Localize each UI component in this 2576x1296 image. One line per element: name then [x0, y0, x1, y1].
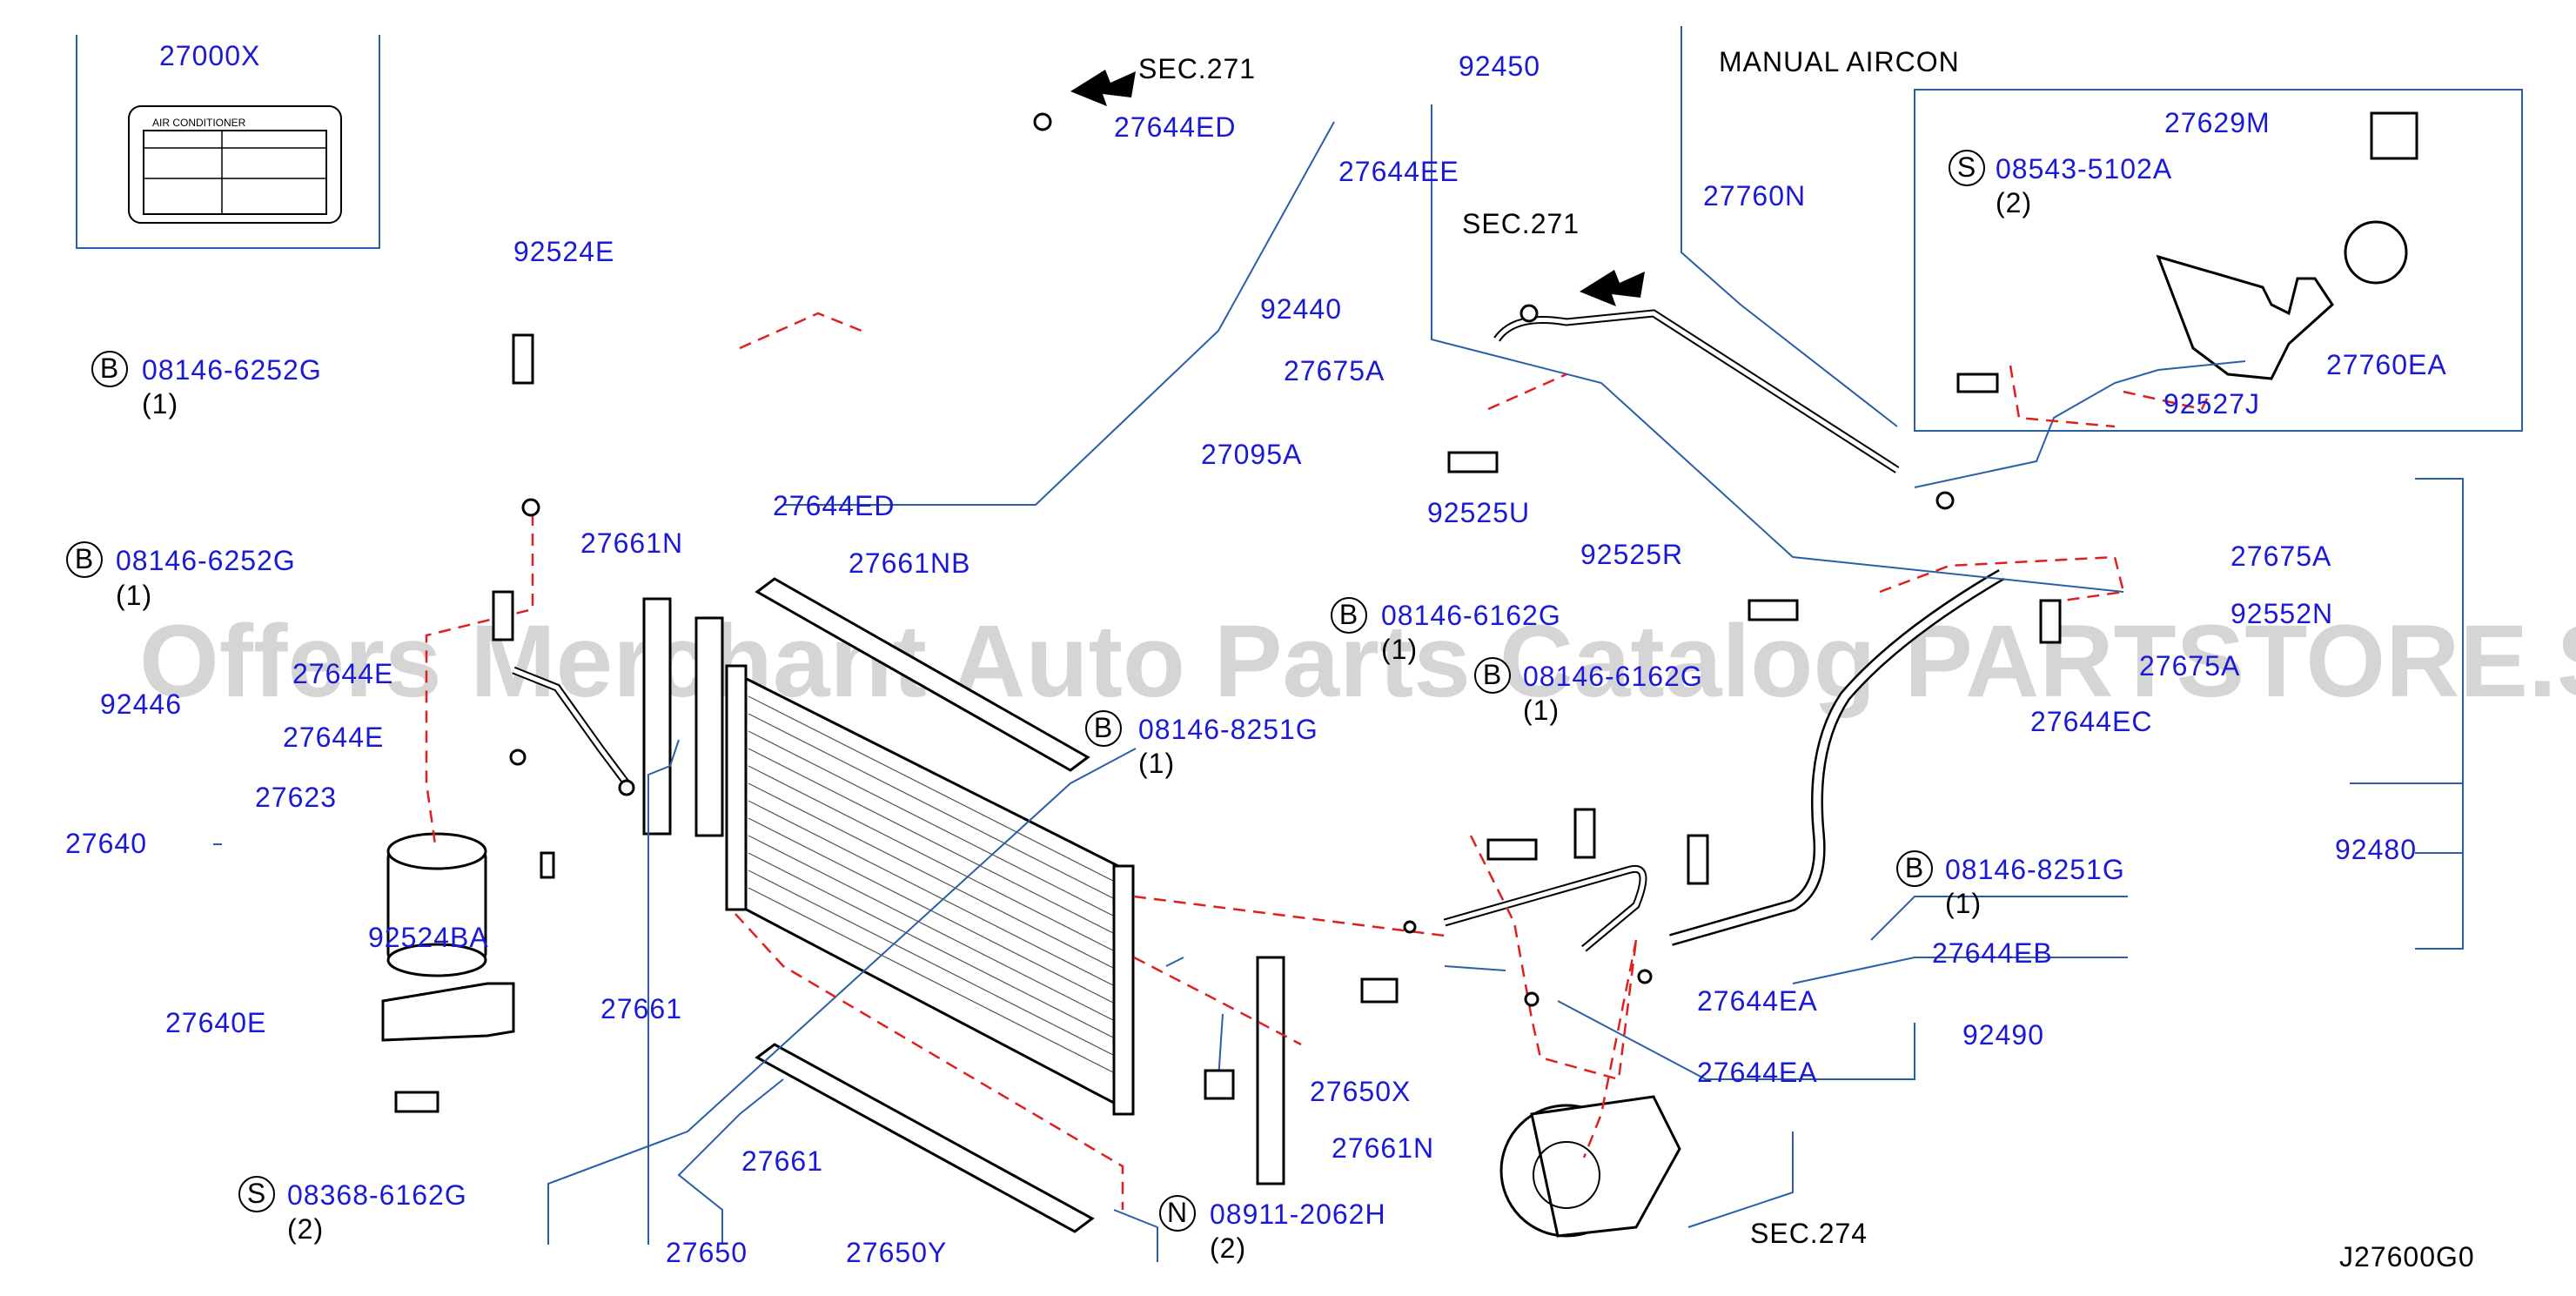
seal-right-n	[1256, 956, 1285, 1185]
svg-text:27644EB: 27644EB	[1932, 937, 2053, 969]
svg-text:08368-6162G: 08368-6162G	[287, 1179, 467, 1211]
svg-text:08146-8251G: 08146-8251G	[1138, 714, 1318, 745]
svg-text:27760N: 27760N	[1703, 180, 1806, 212]
svg-text:S: S	[247, 1178, 266, 1209]
svg-text:(1): (1)	[142, 388, 178, 420]
svg-text:92527J: 92527J	[2163, 388, 2260, 420]
svg-text:27640E: 27640E	[165, 1007, 266, 1038]
svg-text:(2): (2)	[287, 1213, 324, 1245]
receiver-drier	[386, 832, 487, 977]
svg-text:92524BA: 92524BA	[368, 922, 489, 953]
svg-text:27644EA: 27644EA	[1697, 1057, 1818, 1088]
svg-text:92480: 92480	[2335, 834, 2417, 865]
svg-text:(1): (1)	[1381, 634, 1418, 665]
svg-text:S: S	[1957, 151, 1976, 183]
svg-text:27661N: 27661N	[580, 527, 683, 559]
label-card-title: AIR CONDITIONER	[152, 117, 246, 129]
svg-text:27644EA: 27644EA	[1697, 985, 1818, 1017]
drawing-id: J27600G0	[2339, 1241, 2475, 1272]
svg-text:27095A: 27095A	[1201, 439, 1302, 470]
svg-text:92525U: 92525U	[1427, 497, 1530, 528]
svg-text:27650: 27650	[666, 1237, 748, 1268]
svg-text:B: B	[75, 543, 94, 574]
svg-text:(2): (2)	[1996, 187, 2032, 218]
bolt-callout-labels: 08146-6252G (1) 08146-6252G (1) 08543-51…	[116, 153, 2172, 1264]
svg-text:08911-2062H: 08911-2062H	[1210, 1199, 1386, 1230]
svg-text:27644E: 27644E	[283, 722, 384, 753]
svg-text:08146-6162G: 08146-6162G	[1381, 600, 1561, 631]
svg-text:27650Y: 27650Y	[846, 1237, 947, 1268]
drier-bracket	[381, 982, 515, 1042]
condenser	[725, 664, 1135, 1116]
fittings	[394, 112, 2062, 1113]
svg-text:08146-6252G: 08146-6252G	[142, 354, 322, 386]
svg-text:(1): (1)	[1523, 695, 1560, 726]
svg-text:N: N	[1167, 1197, 1188, 1228]
svg-text:27640: 27640	[65, 828, 147, 859]
seal-bottom	[755, 1043, 1095, 1233]
svg-text:92440: 92440	[1260, 293, 1342, 325]
svg-text:08146-8251G: 08146-8251G	[1945, 854, 2125, 885]
svg-text:27000X: 27000X	[159, 40, 260, 71]
svg-text:(2): (2)	[1210, 1232, 1246, 1264]
svg-text:08146-6252G: 08146-6252G	[116, 545, 296, 576]
svg-text:27644E: 27644E	[292, 658, 393, 689]
svg-text:92525R: 92525R	[1580, 539, 1683, 570]
label-card-box: AIR CONDITIONER	[76, 35, 380, 249]
svg-text:27629M: 27629M	[2164, 107, 2271, 138]
sec274: SEC.274	[1750, 1218, 1868, 1249]
svg-text:B: B	[100, 353, 119, 384]
manual-aircon-title: MANUAL AIRCON	[1719, 46, 1960, 77]
sensor-bracket	[2156, 111, 2418, 380]
svg-text:(1): (1)	[1945, 888, 1982, 919]
svg-text:(1): (1)	[1138, 748, 1175, 779]
seal-top	[755, 577, 1090, 772]
svg-text:92490: 92490	[1962, 1019, 2044, 1051]
svg-text:92450: 92450	[1459, 50, 1540, 82]
svg-text:27760EA: 27760EA	[2326, 349, 2447, 380]
manual-aircon-box: MANUAL AIRCON	[1680, 26, 2523, 432]
svg-text:B: B	[1905, 852, 1924, 883]
dashed-connections	[425, 312, 2212, 1210]
svg-text:27675A: 27675A	[2139, 650, 2240, 682]
arrow-sec271-mid	[1580, 270, 1645, 306]
svg-text:08543-5102A: 08543-5102A	[1996, 153, 2172, 185]
compressor	[1499, 1095, 1681, 1238]
callout-letters: B B S B B B B S N	[75, 151, 1976, 1228]
svg-text:92524E: 92524E	[513, 236, 614, 267]
svg-text:08146-6162G: 08146-6162G	[1523, 661, 1703, 692]
svg-text:27661NB: 27661NB	[849, 547, 970, 579]
svg-text:92446: 92446	[100, 688, 182, 720]
sec271-mid: SEC.271	[1462, 208, 1580, 239]
part-labels: 27000X 27644ED 92524E 92440 27644ED 9245…	[65, 40, 2447, 1268]
svg-text:27644EC: 27644EC	[2030, 706, 2152, 737]
svg-text:(1): (1)	[116, 580, 152, 611]
leader-lines	[213, 104, 2464, 1262]
callout-circles	[66, 150, 1985, 1232]
svg-text:27661N: 27661N	[1332, 1132, 1434, 1164]
svg-text:27623: 27623	[255, 782, 337, 813]
svg-text:B: B	[1339, 599, 1358, 630]
svg-text:27675A: 27675A	[1284, 355, 1385, 386]
svg-text:27661: 27661	[600, 993, 682, 1024]
svg-text:27644EE: 27644EE	[1338, 156, 1459, 187]
svg-text:B: B	[1483, 659, 1502, 690]
svg-text:27644ED: 27644ED	[1114, 111, 1236, 143]
svg-text:92552N: 92552N	[2231, 598, 2333, 629]
svg-text:27661: 27661	[741, 1145, 823, 1177]
svg-text:27650X: 27650X	[1310, 1076, 1411, 1107]
svg-text:27675A: 27675A	[2231, 541, 2331, 572]
arrow-sec271-top	[1070, 70, 1136, 106]
svg-text:B: B	[1094, 712, 1113, 743]
seal-left-nb	[694, 616, 724, 837]
svg-text:27644ED: 27644ED	[773, 490, 895, 521]
sec271-top: SEC.271	[1138, 53, 1256, 84]
